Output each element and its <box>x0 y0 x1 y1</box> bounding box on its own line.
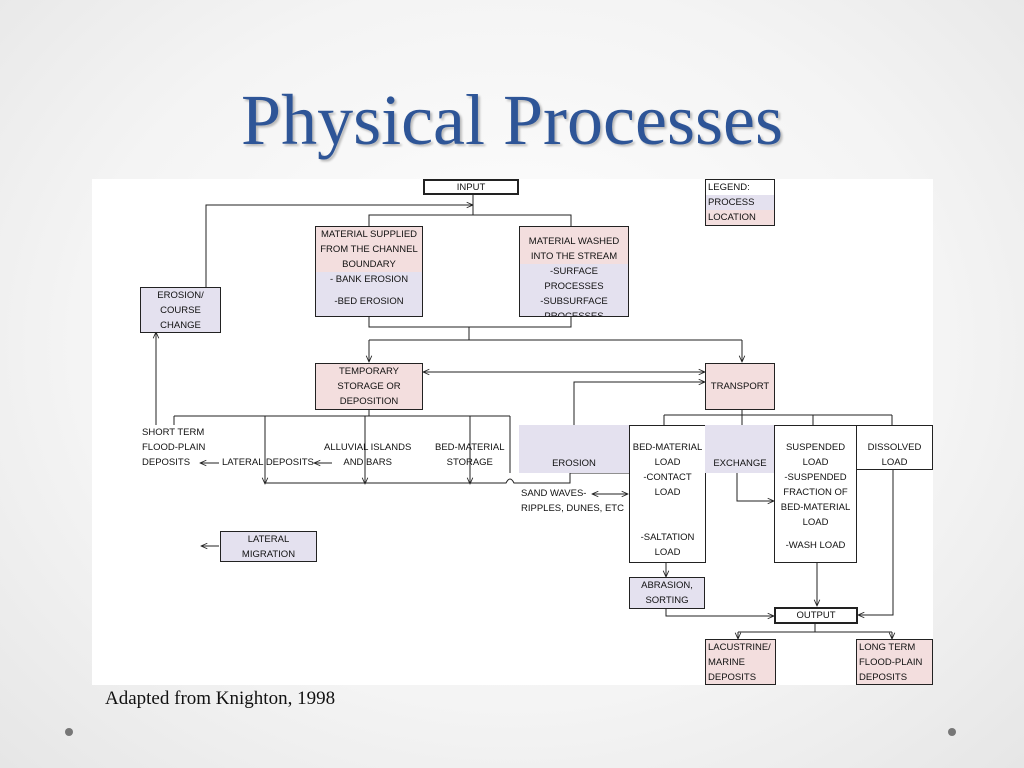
bed-material-storage-label: BED-MATERIAL STORAGE <box>435 442 505 468</box>
legend-process: PROCESS <box>706 195 774 210</box>
temporary-storage-box: TEMPORARY STORAGE OR DEPOSITION <box>315 363 423 410</box>
alluvial-islands-label: ALLUVIAL ISLANDS AND BARS <box>324 442 412 468</box>
left-nav-dot[interactable] <box>65 728 73 736</box>
lacustrine-marine-deposits-box: LACUSTRINE/ MARINE DEPOSITS <box>705 639 776 685</box>
slide-title: Physical Processes <box>241 80 783 160</box>
erosion-box: EROSION <box>519 425 629 473</box>
material-washed-box: MATERIAL WASHED INTO THE STREAM -SURFACE… <box>519 226 629 317</box>
erosion-course-change-box: EROSION/ COURSE CHANGE <box>140 287 221 333</box>
transport-box: TRANSPORT <box>705 363 775 410</box>
bed-material-load-box: BED-MATERIAL LOAD -CONTACT LOAD -SALTATI… <box>629 425 706 563</box>
dissolved-load-box: DISSOLVED LOAD <box>856 425 933 470</box>
input-box: INPUT <box>423 179 519 195</box>
suspended-load-box: SUSPENDED LOAD -SUSPENDED FRACTION OF BE… <box>774 425 857 563</box>
legend-box: LEGEND: PROCESS LOCATION <box>705 179 775 226</box>
long-term-flood-plain-deposits-box: LONG TERM FLOOD-PLAIN DEPOSITS <box>856 639 933 685</box>
sand-waves-label: SAND WAVES- RIPPLES, DUNES, ETC <box>521 488 624 514</box>
material-supplied-box: MATERIAL SUPPLIED FROM THE CHANNEL BOUND… <box>315 226 423 317</box>
abrasion-sorting-box: ABRASION, SORTING <box>629 577 705 609</box>
short-term-flood-plain-label: SHORT TERM FLOOD-PLAIN DEPOSITS <box>142 427 206 468</box>
right-nav-dot[interactable] <box>948 728 956 736</box>
legend-title: LEGEND: <box>706 180 774 195</box>
lateral-migration-box: LATERAL MIGRATION <box>220 531 317 562</box>
lateral-deposits-label: LATERAL DEPOSITS <box>222 457 314 468</box>
connector <box>205 205 473 287</box>
connector <box>368 195 474 226</box>
legend-location: LOCATION <box>706 210 774 225</box>
source-caption: Adapted from Knighton, 1998 <box>105 688 336 709</box>
output-box: OUTPUT <box>774 607 858 624</box>
exchange-box: EXCHANGE <box>705 425 775 473</box>
connector-lines <box>92 195 933 685</box>
flow-diagram: INPUT LEGEND: PROCESS LOCATION MATERIAL … <box>92 179 933 685</box>
